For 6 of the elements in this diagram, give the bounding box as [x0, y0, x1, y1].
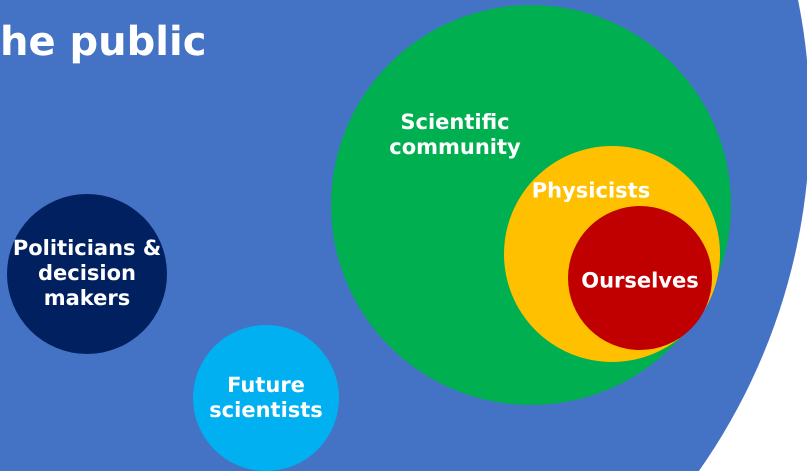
- circle-title: he public: [0, 18, 208, 66]
- circle-label: Ourselves: [580, 268, 700, 294]
- circle-label: Politicians & decision makers: [12, 236, 162, 312]
- circle-label: Future scientists: [208, 372, 324, 424]
- circle-label: Scientific community: [388, 110, 522, 160]
- circle-label: Physicists: [530, 178, 652, 204]
